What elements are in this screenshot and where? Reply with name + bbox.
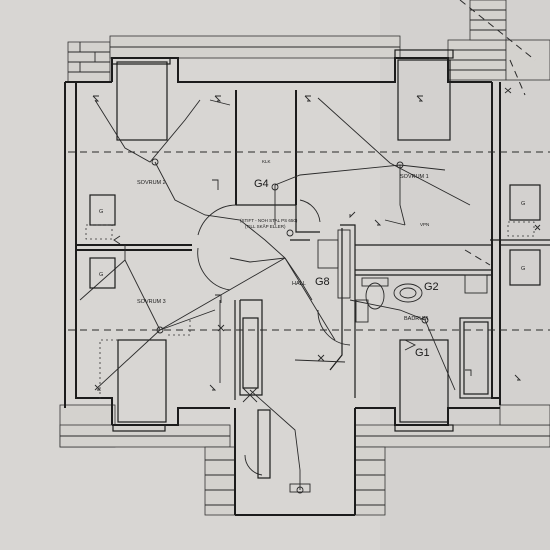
label-vpn: VPN [420, 222, 429, 227]
room-label-g8: G8 [315, 276, 330, 288]
fixture-symbols [92, 87, 541, 494]
panel-label-g-2: G [99, 272, 103, 278]
top-brick-band [67, 0, 550, 83]
electrical-wiring [79, 97, 471, 490]
bottom-brick-band [59, 404, 550, 516]
label-klk: KLK [262, 159, 271, 164]
room-label-sovrum-3: SOVRUM 3 [137, 299, 166, 305]
interior-walls [76, 90, 550, 400]
door-swings [197, 199, 351, 476]
room-label-badrum: BADRUM [404, 316, 428, 322]
room-label-sovrum-2: SOVRUM 2 [137, 180, 166, 186]
room-label-hall: HALL [292, 281, 306, 287]
annotation-note-line-1: (STIFT - NOH STAL PS 650) [240, 218, 298, 223]
room-label-sovrum-1: SOVRUM 1 [400, 174, 429, 180]
room-label-g4: G4 [254, 178, 269, 190]
panel-boxes [85, 184, 541, 289]
panel-label-g-1: G [99, 209, 103, 215]
dashed-reference-lines [68, 0, 550, 331]
furniture-outlines [99, 49, 493, 479]
panel-label-g-4: G [521, 266, 525, 272]
bathroom-fixtures [289, 229, 488, 493]
panel-label-g-3: G [521, 201, 525, 207]
room-label-g1: G1 [415, 347, 430, 359]
room-label-g2: G2 [424, 281, 439, 293]
annotation-note-line-2: (TILL SKÅP ELLER) [245, 223, 286, 229]
